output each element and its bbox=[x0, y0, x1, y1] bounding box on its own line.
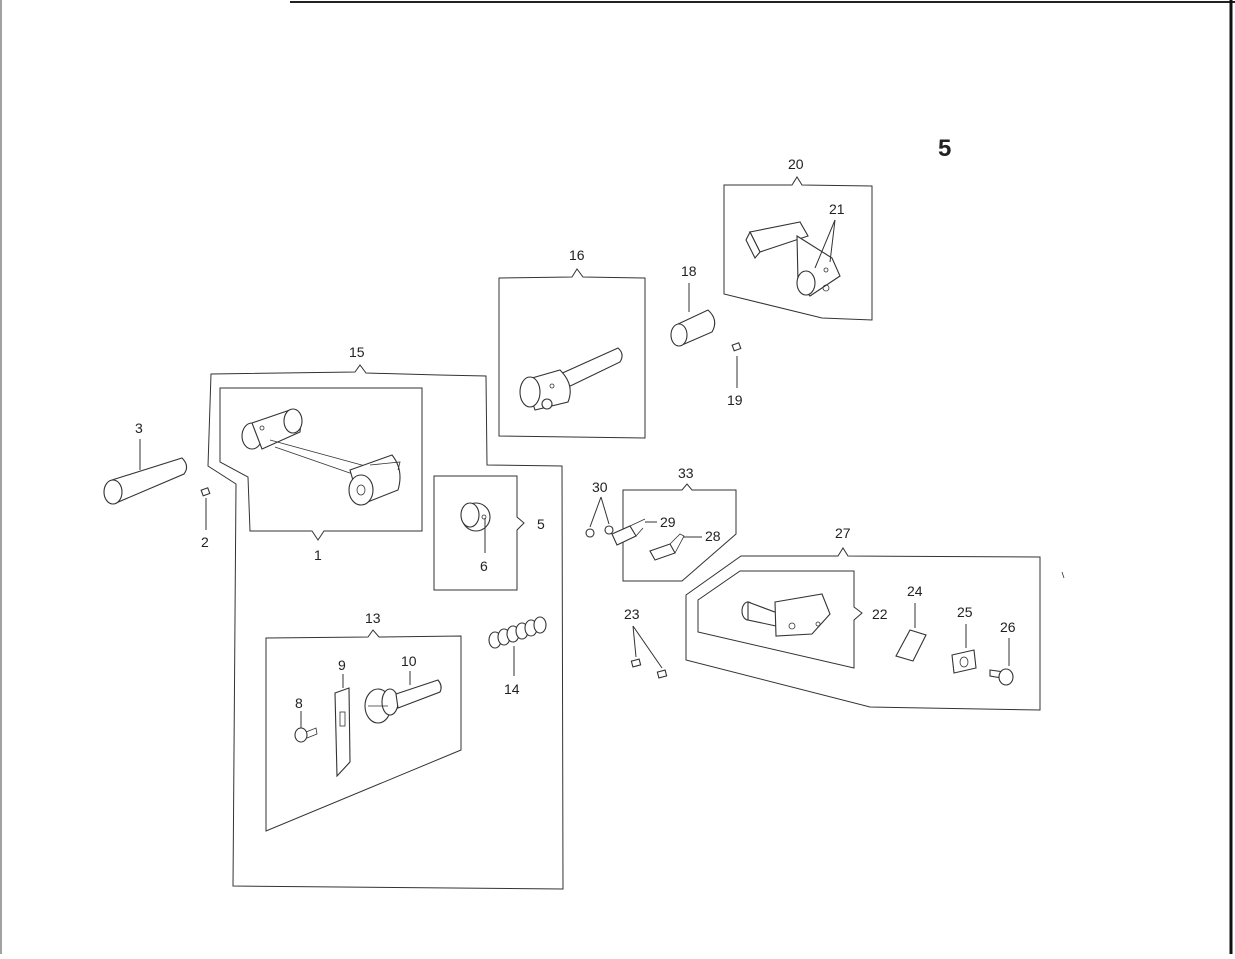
part-16-box bbox=[498, 268, 646, 439]
part-28-clip-drawing bbox=[649, 533, 685, 561]
label-13: 13 bbox=[365, 610, 381, 626]
label-21: 21 bbox=[829, 201, 845, 217]
label-19: 19 bbox=[727, 392, 743, 408]
label-20: 20 bbox=[788, 156, 804, 172]
section-number: 5 bbox=[938, 135, 951, 162]
part-20-box bbox=[723, 176, 873, 321]
part-25-nut-drawing bbox=[951, 649, 977, 674]
part-14-spring-drawing bbox=[488, 616, 547, 649]
label-10: 10 bbox=[401, 653, 417, 669]
part-16-shaft-drawing bbox=[519, 347, 623, 411]
group-15-outline bbox=[207, 364, 564, 890]
label-9: 9 bbox=[338, 657, 346, 673]
label-23: 23 bbox=[624, 606, 640, 622]
part-22-box bbox=[697, 570, 863, 669]
part-10-knob-shaft-drawing bbox=[364, 679, 442, 724]
part-3-pin-drawing bbox=[103, 457, 188, 505]
label-27: 27 bbox=[835, 525, 851, 541]
label-8: 8 bbox=[295, 695, 303, 711]
label-24: 24 bbox=[907, 583, 923, 599]
part-1-lever-drawing bbox=[241, 408, 401, 506]
label-30: 30 bbox=[592, 479, 608, 495]
part-2-set-screw-drawing bbox=[200, 487, 211, 497]
part-29-clip-drawing bbox=[611, 518, 646, 546]
part-13-box bbox=[265, 629, 462, 832]
label-2: 2 bbox=[201, 534, 209, 550]
part-33-box bbox=[611, 483, 737, 582]
part-5-collar-drawing bbox=[460, 502, 491, 532]
group-27-outline bbox=[685, 547, 1041, 711]
part-18-bushing-drawing bbox=[670, 309, 716, 347]
label-22: 22 bbox=[872, 606, 888, 622]
label-16: 16 bbox=[569, 247, 585, 263]
part-24-block-drawing bbox=[895, 629, 927, 662]
part-20-bracket-drawing bbox=[745, 221, 841, 297]
part-23-pins-drawing bbox=[630, 658, 668, 679]
label-3: 3 bbox=[135, 420, 143, 436]
part-22-plate-shaft-drawing bbox=[741, 593, 831, 637]
label-28: 28 bbox=[705, 528, 721, 544]
label-15: 15 bbox=[349, 344, 365, 360]
label-29: 29 bbox=[660, 514, 676, 530]
part-19-set-screw-drawing bbox=[731, 342, 742, 352]
part-1-box bbox=[219, 387, 423, 541]
label-26: 26 bbox=[1000, 619, 1016, 635]
label-5: 5 bbox=[537, 516, 545, 532]
label-14: 14 bbox=[504, 681, 520, 697]
label-1: 1 bbox=[314, 547, 322, 563]
part-30-screws-drawing bbox=[585, 525, 614, 538]
label-6: 6 bbox=[480, 558, 488, 574]
label-18: 18 bbox=[681, 263, 697, 279]
label-25: 25 bbox=[957, 604, 973, 620]
label-33: 33 bbox=[678, 465, 694, 481]
part-number-labels: 15 3 2 1 5 6 13 14 9 10 8 16 18 19 20 21… bbox=[135, 156, 1016, 711]
part-8-screw-drawing bbox=[294, 727, 318, 743]
part-9-plate-drawing bbox=[334, 687, 351, 778]
part-5-box bbox=[433, 475, 525, 591]
part-26-bolt-drawing bbox=[989, 668, 1014, 686]
